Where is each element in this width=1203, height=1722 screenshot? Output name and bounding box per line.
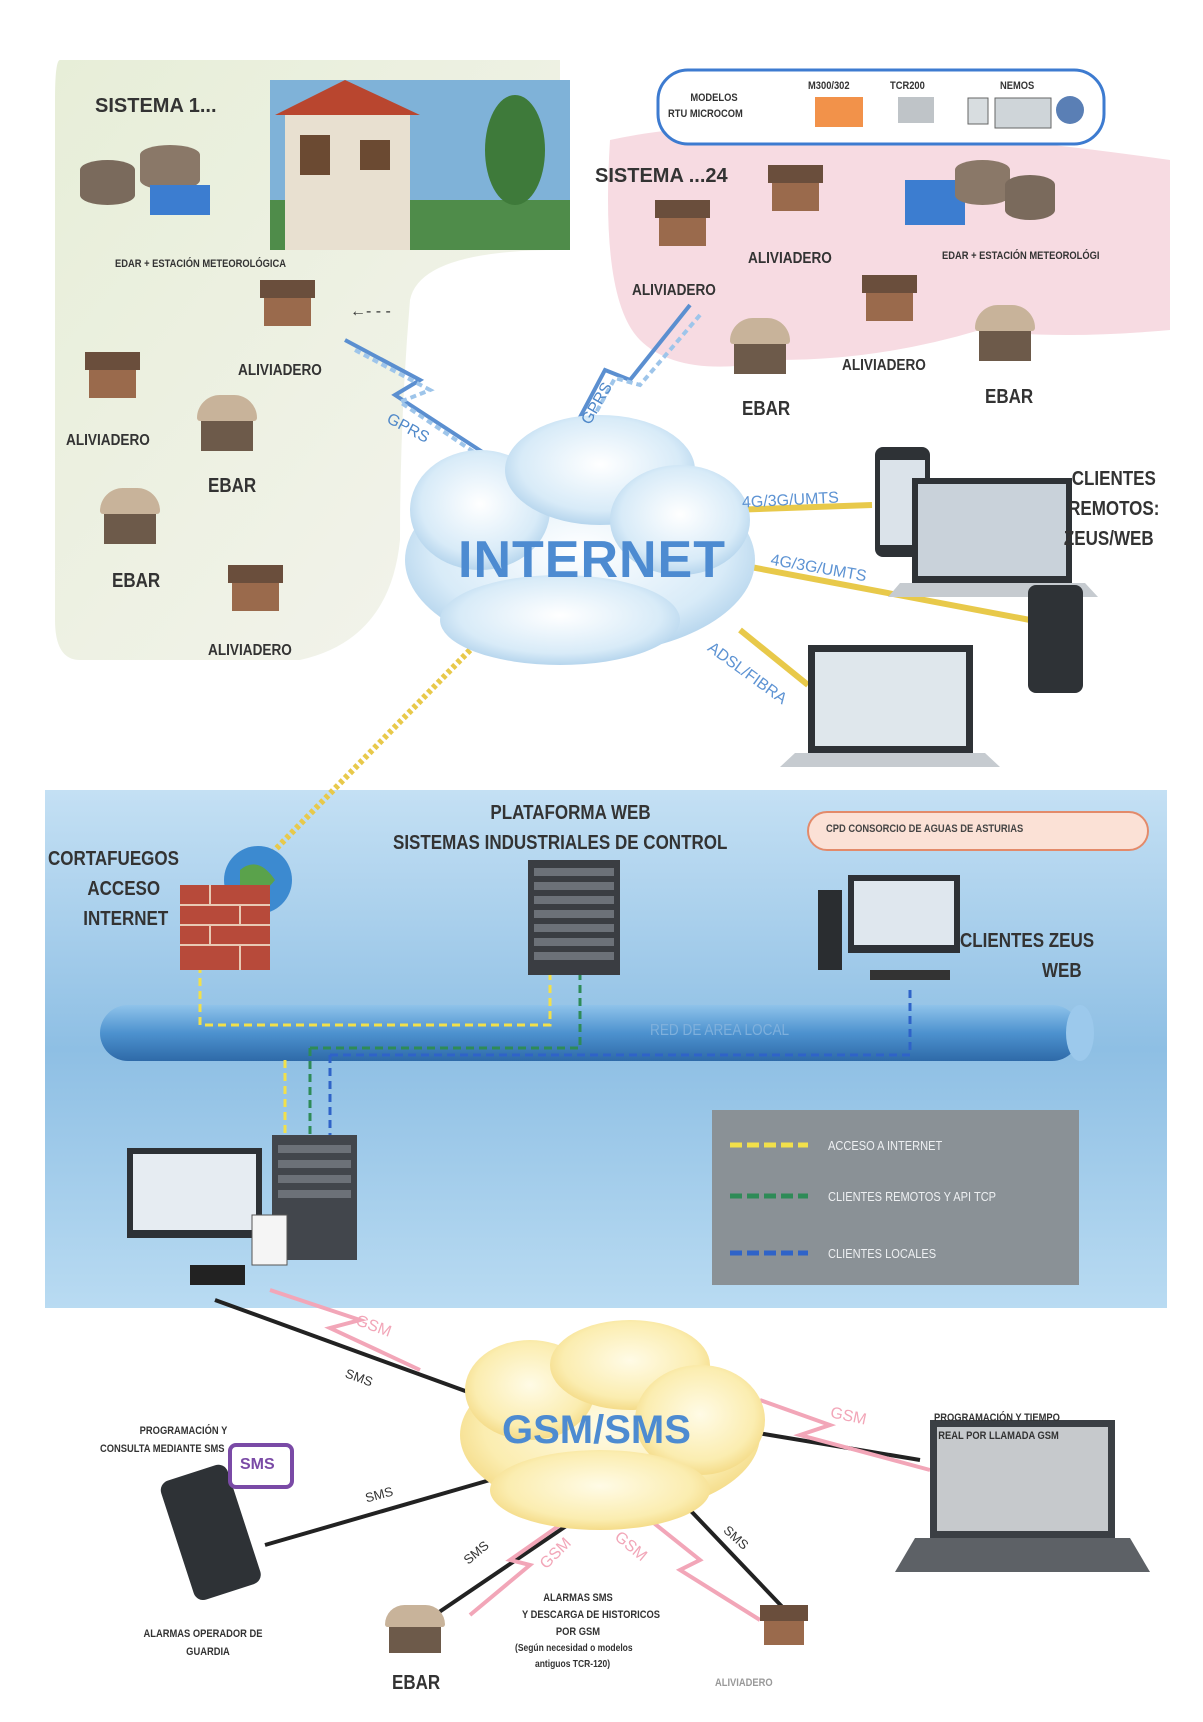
sms-phone-icon (160, 1443, 294, 1601)
platform-title-line1: PLATAFORMA WEB (490, 802, 651, 824)
rtu-model-m300: M300/302 (808, 80, 850, 92)
ebar-label-left-1: EBAR (208, 475, 257, 497)
aliviadero-label-right-3: ALIVIADERO (842, 357, 926, 374)
rtu-label-line2: RTU MICROCOM (668, 108, 743, 120)
system-24-title: SISTEMA ...24 (595, 165, 728, 187)
lan-connections (198, 965, 912, 1145)
remote-clients-line3: ZEUS/WEB (1063, 528, 1154, 550)
edar-station-label-right: EDAR + ESTACIÓN METEOROLÓGI (942, 250, 1100, 262)
gsm-call-line1: PROGRAMACIÓN Y TIEMPO (934, 1412, 1060, 1424)
platform-title-line2: SISTEMAS INDUSTRIALES DE CONTROL (393, 832, 728, 854)
rtu-model-tcr200: TCR200 (890, 80, 925, 92)
legend-item-internet: ACCESO A INTERNET (828, 1138, 943, 1153)
ebar-label-right-1: EBAR (742, 398, 791, 420)
aliviadero-icon-3 (228, 565, 283, 613)
firewall-line1: CORTAFUEGOS (48, 848, 179, 870)
operator-alarm-line2: GUARDIA (186, 1646, 230, 1658)
local-workstation (127, 1135, 357, 1285)
aliviadero-icon-2 (85, 352, 140, 400)
gsm-links (214, 1288, 931, 1627)
remote-clients-line1: CLIENTES (1071, 468, 1156, 490)
ebar-icon-1 (197, 395, 257, 453)
operator-alarm-line1: ALARMAS OPERADOR DE (143, 1628, 263, 1640)
arrow-left-icon: ←- - - (350, 303, 391, 320)
ebar-icon-gsm (385, 1605, 445, 1655)
aliviadero-icon-r1 (655, 200, 710, 248)
edar-tanks-icon (80, 145, 220, 215)
internet-cloud-label: INTERNET (458, 531, 726, 589)
ebar-label-gsm: EBAR (392, 1672, 441, 1694)
zeus-clients-line1: CLIENTES ZEUS (960, 930, 1095, 952)
internet-client-links (267, 502, 1031, 858)
lan-pipe (100, 1005, 1080, 1061)
cpd-badge-label: CPD CONSORCIO DE AGUAS DE ASTURIAS (826, 823, 1024, 835)
aliviadero-label-left-1: ALIVIADERO (238, 362, 322, 379)
gsm-cloud (460, 1320, 765, 1530)
alarm-history-line1: ALARMAS SMS (543, 1592, 613, 1604)
internet-cloud (405, 415, 755, 665)
gsm-laptop-icon (895, 1420, 1150, 1572)
edar-tanks-icon-right (905, 160, 1055, 230)
aliviadero-label-gsm: ALIVIADERO (715, 1677, 773, 1689)
local-client-desktop (818, 875, 960, 980)
firewall-icon (180, 885, 270, 970)
lan-label: RED DE AREA LOCAL (650, 1022, 790, 1039)
alarm-history-line3: POR GSM (555, 1626, 601, 1638)
ebar-label-left-2: EBAR (112, 570, 161, 592)
ebar-icon-r1 (730, 318, 790, 376)
ebar-label-right-2: EBAR (985, 386, 1034, 408)
firewall-line3: INTERNET (83, 908, 169, 930)
alarm-history-line4: (Según necesidad o modelos (515, 1643, 633, 1654)
alarm-history-line5: antiguos TCR-120) (535, 1659, 611, 1670)
aliviadero-label-left-2: ALIVIADERO (66, 432, 150, 449)
remote-client-devices (780, 447, 1098, 767)
legend-item-local: CLIENTES LOCALES (828, 1246, 937, 1261)
aliviadero-label-right-1: ALIVIADERO (632, 282, 716, 299)
legend-item-remote: CLIENTES REMOTOS Y API TCP (828, 1189, 997, 1204)
gsm-cloud-label: GSM/SMS (502, 1408, 691, 1452)
edar-station-label-left: EDAR + ESTACIÓN METEOROLÓGICA (115, 258, 286, 270)
remote-clients-line2: REMOTOS: (1068, 498, 1160, 520)
aliviadero-icon-r2 (768, 165, 823, 213)
system-1-title: SISTEMA 1... (95, 95, 217, 117)
rtu-models-box (656, 68, 1106, 146)
aliviadero-label-left-3: ALIVIADERO (208, 642, 292, 659)
firewall-line2: ACCESO (87, 878, 161, 900)
gsm-call-line2: REAL POR LLAMADA GSM (938, 1430, 1059, 1442)
sms-badge-label: SMS (240, 1456, 275, 1473)
zeus-clients-line2: WEB (1042, 960, 1082, 982)
cpd-badge (807, 811, 1149, 851)
aliviadero-icon-1 (260, 280, 315, 328)
aliviadero-icon-r3 (862, 275, 917, 323)
rtu-model-nemos: NEMOS (1000, 80, 1035, 92)
web-server-icon (528, 860, 620, 975)
alarm-history-line2: Y DESCARGA DE HISTORICOS (522, 1609, 661, 1621)
rtu-label-line1: MODELOS (690, 92, 738, 104)
ebar-icon-2 (100, 488, 160, 546)
sms-programming-line2: CONSULTA MEDIANTE SMS (100, 1443, 225, 1455)
aliviadero-label-right-2: ALIVIADERO (748, 250, 832, 267)
aliviadero-icon-gsm (760, 1605, 808, 1647)
ebar-icon-r2 (975, 305, 1035, 363)
sms-programming-line1: PROGRAMACIÓN Y (139, 1425, 228, 1437)
